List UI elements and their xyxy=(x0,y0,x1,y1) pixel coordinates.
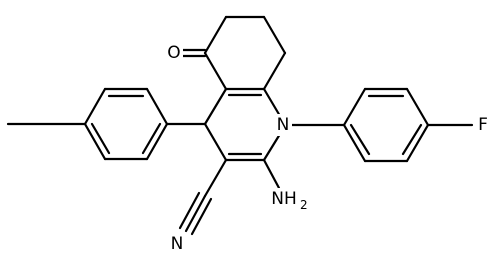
bond-cn-triple-3 xyxy=(190,197,213,236)
bond-tolyl-inner-3 xyxy=(141,122,162,155)
nitrile-group xyxy=(178,158,228,236)
bond-c2-nh2 xyxy=(262,158,281,190)
bond-tolyl-6 xyxy=(145,122,169,161)
bond-c4-c4a xyxy=(203,87,228,126)
amino-group xyxy=(262,158,281,190)
bond-n1-c2 xyxy=(262,132,282,162)
bond-c3-cn xyxy=(203,158,228,198)
bond-fphenyl-1 xyxy=(342,87,367,127)
dihydropyridine-ring xyxy=(203,87,282,162)
ring-nitrogen-label: N xyxy=(277,115,290,135)
tolyl-ring xyxy=(6,87,207,161)
bond-cn-triple-2 xyxy=(178,191,201,230)
bond-c8-c8a xyxy=(262,51,287,91)
bond-tolyl-inner-2 xyxy=(90,122,111,155)
oxygen-label: O xyxy=(167,43,180,63)
bond-cn-triple-1 xyxy=(184,194,207,233)
bond-c3-c4 xyxy=(203,122,228,162)
bond-fphenyl-4 xyxy=(405,123,430,163)
amino-subscript: 2 xyxy=(300,198,308,212)
bond-c5-c6 xyxy=(203,15,228,55)
bond-fphenyl-3 xyxy=(405,87,430,127)
nitrile-nitrogen-label: N xyxy=(171,234,184,254)
bond-tolyl-3 xyxy=(83,87,107,126)
amino-label: NH xyxy=(271,189,297,209)
bond-tolyl-1 xyxy=(145,87,169,126)
bond-fphenyl-6 xyxy=(342,123,367,163)
bond-c4a-c5 xyxy=(203,51,228,91)
bond-fphenyl-inner-3 xyxy=(349,123,371,156)
bond-c7-c8 xyxy=(262,15,287,55)
fluorophenyl-ring xyxy=(289,87,474,163)
atom-labels: O N F NH 2 N xyxy=(165,42,492,254)
fluorine-label: F xyxy=(478,115,488,135)
bond-c8a-n1 xyxy=(262,87,282,118)
cyclohexenone-ring xyxy=(203,15,287,91)
bond-tolyl-4 xyxy=(83,122,107,161)
bond-fphenyl-inner-2 xyxy=(401,123,423,156)
